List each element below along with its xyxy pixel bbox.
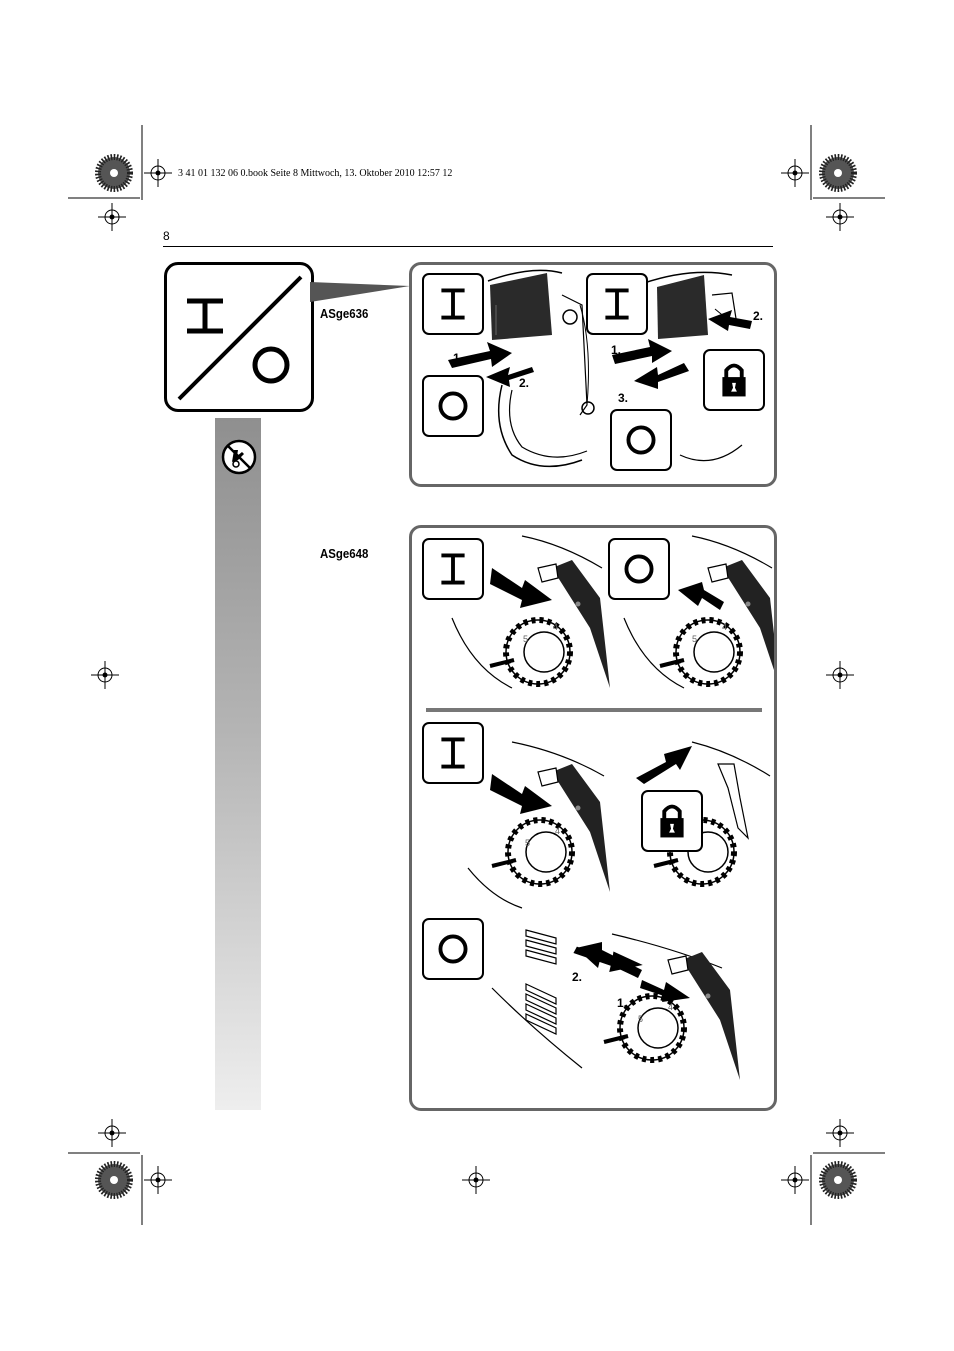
arrow-icon — [490, 568, 552, 608]
arrow-icon — [636, 746, 692, 784]
on-symbol-icon — [586, 273, 648, 335]
registration-mark-icon — [825, 202, 855, 232]
dial-digit: 5 — [525, 838, 531, 848]
dial-digit: 4 — [668, 1002, 674, 1012]
lock-icon — [703, 349, 765, 411]
registration-mark-icon — [97, 202, 127, 232]
step-label: 2. — [572, 970, 583, 984]
panel-asge648: 4 5 4 5 4 5 4 5 2. 1. — [409, 525, 777, 1111]
dial-digit: 5 — [638, 1014, 644, 1024]
page-number: 8 — [163, 229, 170, 243]
on-symbol-icon — [422, 273, 484, 335]
registration-burst-icon — [98, 1164, 130, 1196]
arrow-icon — [678, 582, 724, 610]
tool-sketch — [426, 535, 774, 1081]
registration-mark-icon — [780, 158, 810, 188]
arrow-icon — [448, 342, 512, 368]
registration-mark-icon — [825, 660, 855, 690]
step-label: 1. — [611, 343, 622, 357]
on-symbol-icon — [422, 538, 484, 600]
dial-digit: 5 — [692, 634, 698, 644]
arrow-icon — [640, 980, 690, 1002]
lock-icon — [641, 790, 703, 852]
registration-burst-icon — [822, 1164, 854, 1196]
dial-digit: 5 — [523, 634, 529, 644]
arrow-icon — [490, 774, 552, 814]
panel-asge636: 1. 2. 1. 2. 3. — [409, 262, 777, 487]
registration-mark-icon — [90, 660, 120, 690]
step-label: 1. — [617, 996, 628, 1010]
arrow-icon — [612, 339, 672, 364]
registration-mark-icon — [143, 1165, 173, 1195]
step-label: 2. — [519, 376, 530, 390]
section-bar — [215, 418, 261, 1110]
arrow-icon — [634, 363, 689, 389]
model-label-top: ASge636 — [320, 306, 369, 321]
model-label-bottom: ASge648 — [320, 546, 369, 561]
step-label: 1. — [453, 351, 464, 365]
on-off-switch-icon — [164, 262, 314, 412]
tool-sketch — [448, 269, 752, 468]
header-rule — [163, 246, 773, 247]
arrow-icon — [708, 310, 752, 331]
esd-warning-icon — [221, 439, 257, 475]
callout-wedge — [310, 282, 410, 302]
step-label: 3. — [618, 391, 629, 405]
registration-mark-icon — [97, 1118, 127, 1148]
arrow-icon — [576, 942, 642, 978]
registration-mark-icon — [143, 158, 173, 188]
off-symbol-icon — [422, 918, 484, 980]
registration-burst-icon — [98, 157, 130, 189]
registration-mark-icon — [461, 1165, 491, 1195]
arrow-icon — [486, 367, 534, 387]
off-symbol-icon — [422, 375, 484, 437]
on-symbol-icon — [422, 722, 484, 784]
registration-burst-icon — [822, 157, 854, 189]
registration-mark-icon — [780, 1165, 810, 1195]
dial-digit: 4 — [555, 826, 561, 836]
off-symbol-icon — [610, 409, 672, 471]
dial-digit: 4 — [553, 622, 559, 632]
step-label: 2. — [753, 309, 764, 323]
dial-digit: 4 — [722, 622, 728, 632]
registration-mark-icon — [825, 1118, 855, 1148]
off-symbol-icon — [608, 538, 670, 600]
file-info: 3 41 01 132 06 0.book Seite 8 Mittwoch, … — [178, 168, 453, 179]
